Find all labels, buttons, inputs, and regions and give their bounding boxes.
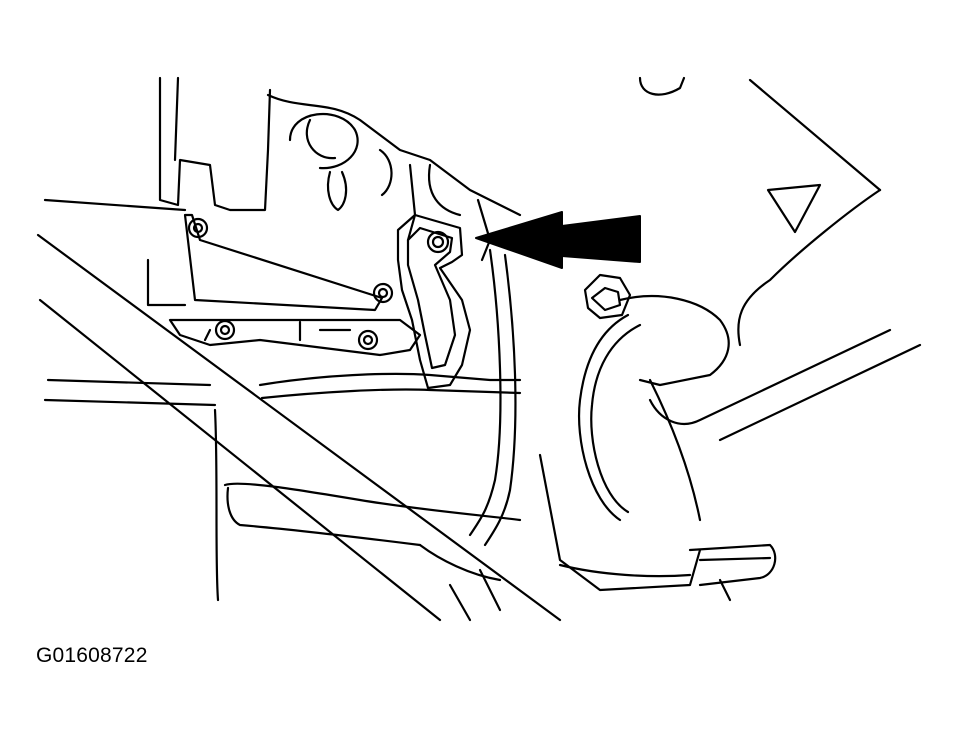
engine-block	[158, 76, 522, 262]
oil-pan	[223, 453, 777, 622]
mount-bracket	[146, 213, 422, 357]
pointer-arrow	[475, 211, 641, 269]
pipes	[258, 248, 522, 547]
transmission-housing	[638, 76, 922, 442]
right-mount	[578, 273, 730, 522]
figure-id-label: G01608722	[36, 644, 148, 667]
target-bracket	[396, 213, 472, 390]
frame-rails	[36, 198, 562, 622]
